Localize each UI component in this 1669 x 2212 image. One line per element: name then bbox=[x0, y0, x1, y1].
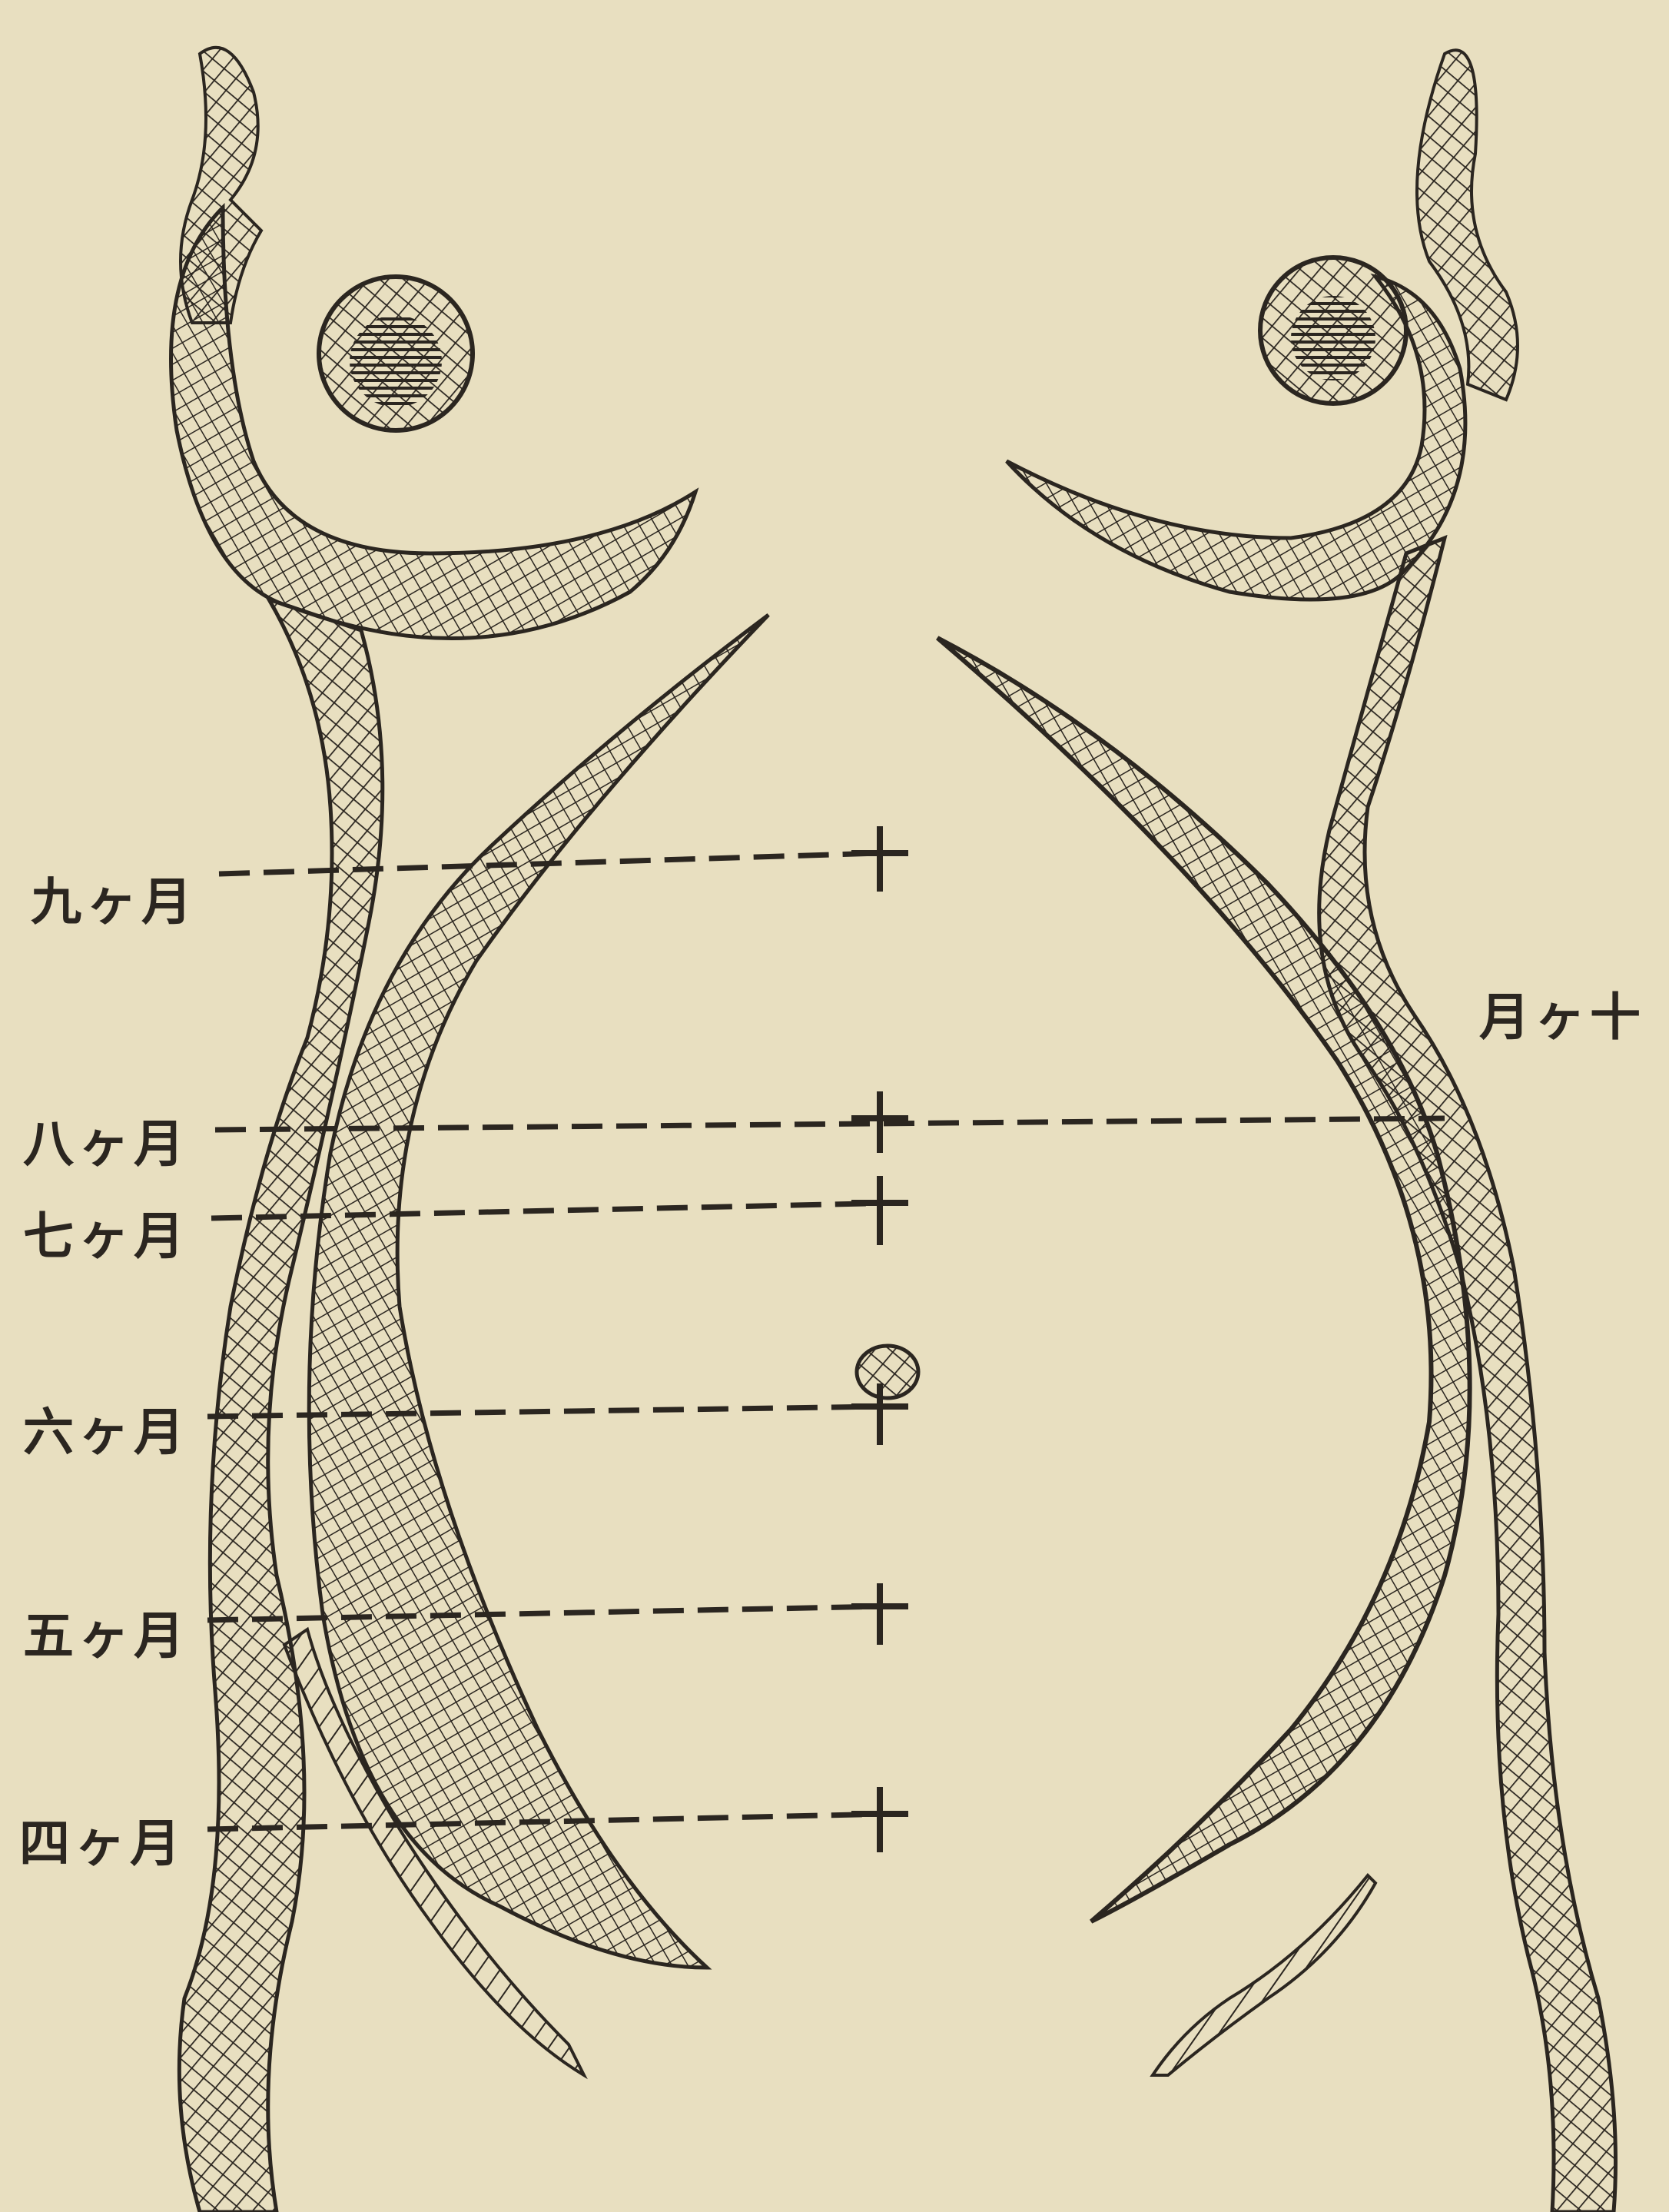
right-areola-lines bbox=[1291, 296, 1375, 380]
line-month5 bbox=[207, 1606, 884, 1620]
label-month8: 八ヶ月 bbox=[23, 1103, 189, 1177]
label-month7: 七ヶ月 bbox=[23, 1195, 189, 1269]
label-month6: 六ヶ月 bbox=[23, 1391, 189, 1465]
label-month5: 五ヶ月 bbox=[23, 1595, 189, 1669]
right-hip-stroke bbox=[1153, 1875, 1375, 2075]
left-areola-lines bbox=[350, 315, 442, 407]
right-figure bbox=[937, 50, 1616, 2212]
navel bbox=[857, 1346, 918, 1398]
cross-mark-month5 bbox=[851, 1583, 908, 1645]
cross-mark-month9 bbox=[851, 826, 908, 892]
label-month10: 月ヶ十 bbox=[1479, 976, 1645, 1050]
cross-mark-month7 bbox=[851, 1176, 908, 1245]
cross-mark-month4 bbox=[851, 1787, 908, 1852]
label-month4: 四ヶ月 bbox=[19, 1802, 185, 1876]
line-month7 bbox=[211, 1203, 899, 1218]
right-belly-curve bbox=[937, 638, 1470, 1921]
midline-cross-marks bbox=[851, 826, 908, 1852]
label-month9: 九ヶ月 bbox=[31, 861, 197, 935]
